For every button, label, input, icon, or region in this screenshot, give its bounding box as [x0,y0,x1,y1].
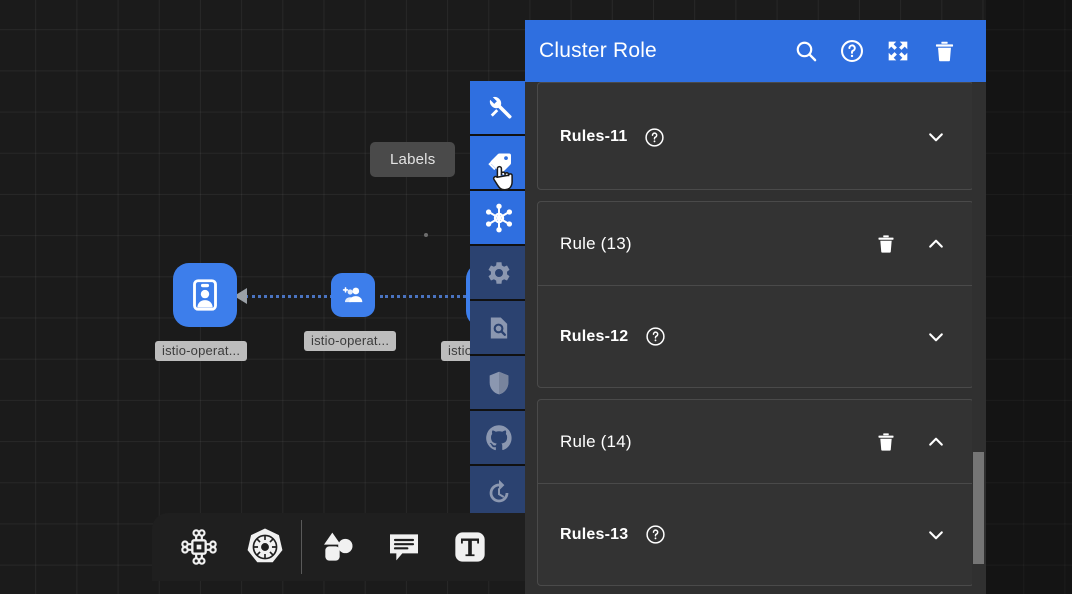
rules-label: Rules-13 [560,525,629,543]
rail-item-gear-settings[interactable] [470,246,528,301]
chevron-up-icon[interactable] [921,427,951,457]
delete-trash-icon[interactable] [871,427,901,457]
edge-2 [380,295,490,298]
graph-canvas-right-region [986,0,1072,594]
comment-note-icon [390,534,418,561]
node-cluster-role-label: istio-operat... [155,341,248,361]
rule-header-row[interactable]: Rule (13) [538,202,973,285]
help-circle-icon[interactable] [640,322,670,352]
edge-1-arrowhead [234,288,247,304]
bottom-dock [152,513,548,581]
panel-title: Cluster Role [539,39,657,62]
cluster-role-panel: Cluster Role [525,20,986,594]
dock-item-text-tool[interactable] [437,520,503,574]
text-tool-icon [455,532,485,562]
rule-label: Rule (14) [560,431,632,451]
search-icon [796,41,817,62]
chevron-down-icon[interactable] [921,322,951,352]
panel-header: Cluster Role [525,20,986,82]
circuit-chip-icon [181,529,217,565]
dock-separator [301,520,302,574]
node-role-binding-label: istio [441,341,480,361]
rules-row[interactable]: Rules-13 [538,483,973,585]
node-service-account[interactable] [331,273,375,317]
rules-row[interactable]: Rules-11 [538,83,973,191]
rule-label: Rule (13) [560,233,632,253]
help-circle-icon [841,40,863,62]
panel-scrollbar-thumb[interactable] [973,452,984,564]
chevron-up-icon[interactable] [921,229,951,259]
panel-body[interactable]: Rules-11 [525,82,986,594]
edge-1 [245,295,345,298]
node-cluster-role[interactable] [173,263,237,327]
rail-item-github[interactable] [470,411,528,466]
gear-settings-icon [488,261,510,284]
panel-scrollbar-track[interactable] [972,82,985,594]
wrench-tools-icon [489,96,512,119]
dock-item-comment-note[interactable] [371,520,437,574]
rail-item-tag-labels[interactable] [470,136,528,191]
github-icon [486,424,512,450]
rule-card-13: Rule (13) [537,201,974,388]
help-circle-icon[interactable] [640,520,670,550]
delete-trash-icon [935,41,953,61]
shield-security-icon [489,371,509,394]
network-nodes-icon [485,203,513,232]
search-icon-button[interactable] [786,31,826,71]
dock-item-shapes[interactable] [305,520,371,574]
id-badge-icon [193,279,217,311]
dock-item-kubernetes[interactable] [232,520,298,574]
history-revert-icon [489,479,509,502]
help-icon-button[interactable] [832,31,872,71]
delete-trash-icon[interactable] [871,229,901,259]
rule-card-14: Rule (14) [537,399,974,586]
help-circle-icon[interactable] [639,122,669,152]
canvas-speck [424,233,428,237]
rail-item-wrench-tools[interactable] [470,81,528,136]
fullscreen-expand-icon [888,41,908,61]
rules-label: Rules-12 [560,327,629,345]
rail-item-shield-security[interactable] [470,356,528,411]
labels-tooltip: Labels [370,142,456,177]
expand-icon-button[interactable] [878,31,918,71]
chevron-down-icon[interactable] [921,122,951,152]
rail-item-document-search[interactable] [470,301,528,356]
rules-label: Rules-11 [560,128,628,145]
kubernetes-helm-icon [247,528,283,563]
group-add-icon [342,287,363,303]
tool-icon-rail [470,81,528,521]
rules-card-11: Rules-11 [537,82,974,190]
rules-row[interactable]: Rules-12 [538,285,973,387]
rail-item-network-nodes[interactable] [470,191,528,246]
shapes-icon [324,532,353,561]
tag-labels-icon [488,153,512,173]
node-service-account-label: istio-operat... [304,331,397,351]
rule-header-row[interactable]: Rule (14) [538,400,973,483]
document-search-icon [490,317,508,338]
chevron-down-icon[interactable] [921,520,951,550]
dock-item-circuit-chip[interactable] [166,520,232,574]
delete-icon-button[interactable] [924,31,964,71]
